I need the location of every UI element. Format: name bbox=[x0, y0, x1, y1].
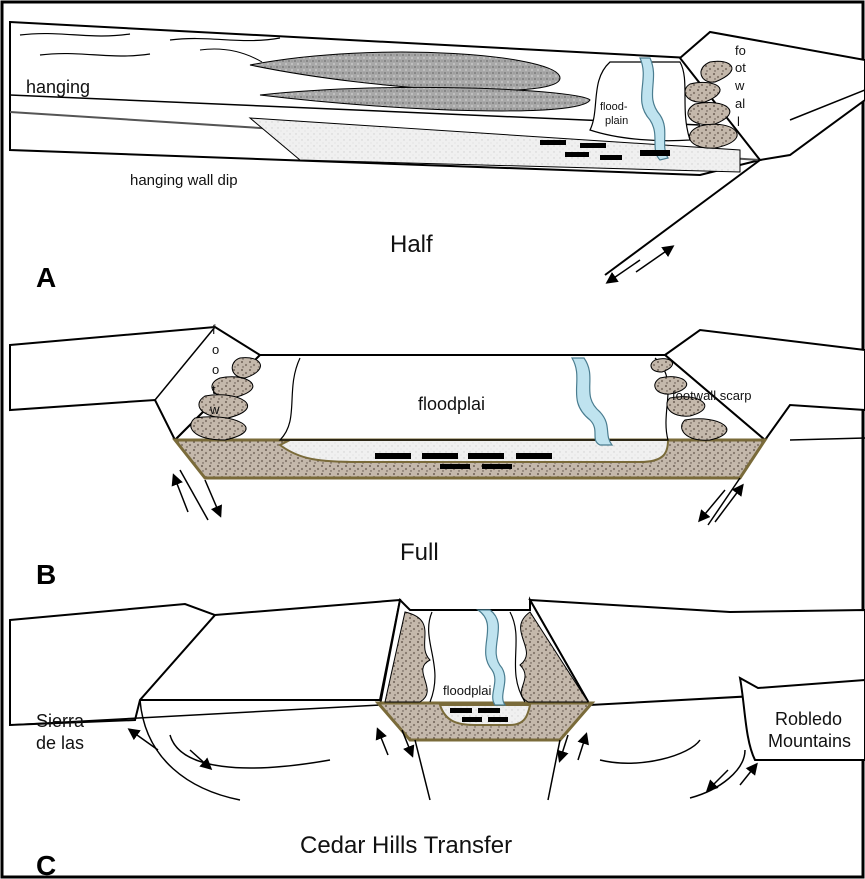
panel-c-right-inner-curve bbox=[600, 740, 700, 763]
panel-a-fault-line bbox=[605, 160, 760, 275]
panel-b-footwall-1: o bbox=[212, 342, 219, 357]
panel-a-label-hanging: hanging bbox=[26, 77, 90, 97]
panel-a-label-hanging-wall-dip: hanging wall dip bbox=[130, 172, 238, 189]
panel-c-letter: C bbox=[36, 850, 56, 879]
panel-b-title: Full bbox=[400, 539, 439, 566]
panel-c-arrow-6 bbox=[578, 735, 586, 760]
panel-a-title: Half bbox=[390, 231, 433, 258]
panel-c-label-robledo-1: Robledo bbox=[775, 709, 842, 729]
panel-c: Sierra de las floodplai Robledo Mountain… bbox=[10, 600, 865, 879]
panel-c-label-floodplain: floodplai bbox=[443, 683, 492, 698]
panel-a-letter: A bbox=[36, 262, 56, 293]
panel-c-graben-faults bbox=[415, 740, 560, 800]
panel-b-label-footwall-scarp: footwall scarp bbox=[672, 388, 751, 403]
panel-c-title: Cedar Hills Transfer bbox=[300, 832, 512, 859]
panel-b-footwall-4: w bbox=[209, 402, 220, 417]
panel-b-right-ground-line bbox=[790, 438, 865, 440]
panel-b-footwall-2: o bbox=[212, 362, 219, 377]
panel-b: f o o t w floodplai footwall scarp Full … bbox=[10, 322, 865, 590]
panel-a-label-footwall-2: w bbox=[734, 78, 745, 93]
panel-a-label-floodplain-2: plain bbox=[605, 115, 628, 127]
panel-a-label-footwall-3: al bbox=[735, 96, 745, 111]
panel-c-label-sierra-1: Sierra bbox=[36, 711, 85, 731]
panel-a-label-floodplain-1: flood- bbox=[600, 101, 628, 113]
panel-b-left-arrow-down bbox=[205, 480, 220, 515]
panel-c-left-curve bbox=[170, 735, 330, 768]
panel-b-label-floodplain: floodplai bbox=[418, 394, 485, 414]
panel-a: hanging hanging wall dip flood- plain fo… bbox=[10, 22, 865, 293]
panel-a-arrow-down bbox=[608, 260, 640, 282]
panel-a-label-footwall-0: fo bbox=[735, 43, 746, 58]
panel-c-right-curve bbox=[690, 750, 745, 798]
panel-b-footwall-0: f bbox=[212, 322, 216, 337]
panel-a-label-footwall-1: ot bbox=[735, 60, 746, 75]
panel-b-footwall-3: t bbox=[212, 382, 216, 397]
panel-c-left-block bbox=[10, 604, 215, 725]
panel-c-label-sierra-2: de las bbox=[36, 733, 84, 753]
panel-b-right-fault-line bbox=[708, 478, 740, 525]
panel-b-letter: B bbox=[36, 559, 56, 590]
panel-c-arrow-3 bbox=[378, 730, 388, 755]
panel-b-right-arrow-up bbox=[715, 486, 742, 522]
panel-a-arrow-up bbox=[636, 247, 672, 272]
panel-a-label-footwall-4: l bbox=[737, 114, 740, 129]
panel-c-arrow-1 bbox=[130, 730, 158, 750]
panel-c-label-robledo-2: Mountains bbox=[768, 731, 851, 751]
panel-c-arrow-8 bbox=[740, 765, 756, 785]
